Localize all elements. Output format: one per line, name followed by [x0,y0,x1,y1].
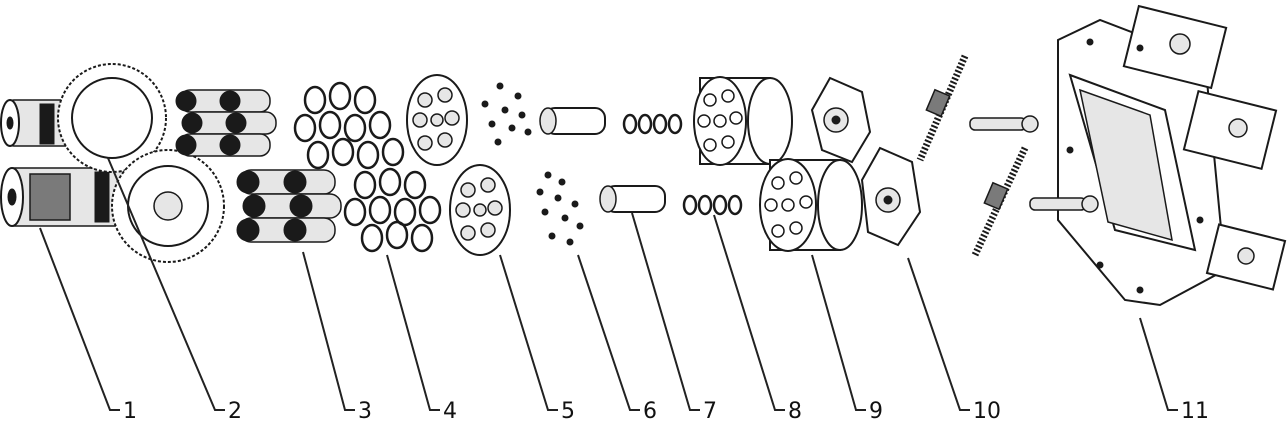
leader-5 [499,254,558,411]
part-9-cylinder-blocks [693,76,863,252]
leader-6 [577,254,640,411]
leader-2 [107,157,225,411]
callout-label-3: 3 [358,399,372,424]
callout-label-10: 10 [973,399,1001,424]
callout-leaders [39,157,1178,411]
callout-label-11: 11 [1181,399,1209,424]
leader-3 [302,251,355,411]
part-8-washers [622,113,743,216]
leader-7 [631,212,700,411]
leader-8 [713,214,785,411]
callout-label-7: 7 [703,399,717,424]
part-5-retainer-plates [406,74,511,256]
part-11-housing [969,4,1287,307]
leader-4 [386,254,440,411]
callout-label-8: 8 [788,399,802,424]
leader-1 [39,227,120,411]
part-4-rings [293,81,442,253]
part-7-guide-sleeves [539,107,666,213]
part-6-small-pins [481,82,584,246]
callout-label-2: 2 [228,399,242,424]
callout-label-5: 5 [561,399,575,424]
leader-9 [811,254,866,411]
callout-label-4: 4 [443,399,457,424]
callout-label-6: 6 [643,399,657,424]
leader-10 [907,257,970,411]
callout-label-1: 1 [123,399,137,424]
part-3-pistons [175,89,342,243]
callout-label-9: 9 [869,399,883,424]
callout-labels: 1 2 3 4 5 6 7 8 9 10 11 [123,399,1209,424]
part-10-valve-plates [810,54,1029,257]
leader-11 [1139,317,1178,411]
